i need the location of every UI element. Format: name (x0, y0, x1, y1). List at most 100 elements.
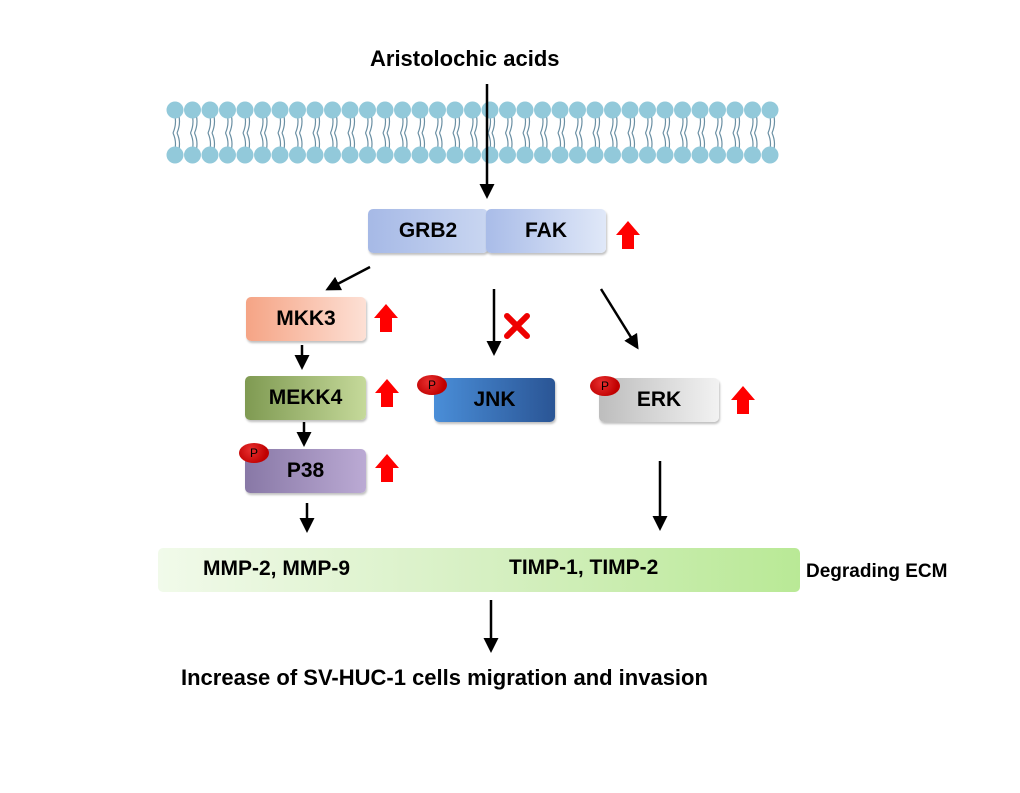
lipid-head (429, 101, 446, 119)
lipid-head (324, 146, 341, 164)
mkk3-label: MKK3 (276, 307, 336, 330)
lipid-head (464, 101, 481, 119)
lipid-head (674, 146, 691, 164)
ecm-bar (158, 548, 800, 592)
lipid-head (411, 101, 429, 119)
lipid-head (656, 101, 674, 119)
lipid-head (376, 101, 394, 119)
lipid-head (446, 101, 464, 119)
mkk3-up-arrow (374, 304, 398, 332)
timp-label: TIMP-1, TIMP-2 (509, 556, 659, 579)
mekk4-node: MEKK4 (245, 376, 366, 420)
fak-up-arrow (616, 221, 640, 249)
lipid-head (166, 101, 184, 119)
p38-up-arrow (375, 454, 399, 482)
lipid-head (569, 101, 586, 119)
arrow-fak-to-erk (599, 288, 639, 350)
lipid-head (516, 146, 534, 164)
lipid-head (586, 146, 604, 164)
lipid-head (271, 101, 289, 119)
lipid-head (254, 101, 271, 119)
lipid-head (481, 101, 499, 119)
lipid-head (761, 146, 779, 164)
lipid-head (341, 101, 359, 119)
jnk-phospho-badge: P (417, 375, 447, 395)
lipid-head (534, 146, 551, 164)
lipid-head (534, 101, 551, 119)
lipid-head (411, 146, 429, 164)
lipid-head (289, 101, 306, 119)
stimulus-label: Aristolochic acids (370, 46, 560, 71)
lipid-head (621, 146, 639, 164)
jnk-node: JNK (434, 378, 555, 422)
lipid-head (376, 146, 394, 164)
lipid-head (359, 101, 376, 119)
degrading-ecm-label: Degrading ECM (806, 561, 948, 582)
lipid-head (516, 101, 534, 119)
lipid-head (184, 146, 201, 164)
lipid-head (674, 101, 691, 119)
lipid-head (726, 101, 744, 119)
lipid-head (691, 101, 709, 119)
jnk-label: JNK (473, 388, 516, 411)
lipid-head (236, 101, 254, 119)
lipid-head (219, 146, 236, 164)
lipid-head (639, 146, 656, 164)
lipid-head (761, 101, 779, 119)
mekk4-label: MEKK4 (268, 386, 343, 409)
lipid-head (639, 101, 656, 119)
lipid-head (271, 146, 289, 164)
lipid-head (481, 146, 499, 164)
lipid-head (604, 146, 621, 164)
cell-membrane (166, 101, 779, 164)
lipid-head (709, 146, 726, 164)
lipid-head (254, 146, 271, 164)
p38-label: P38 (286, 459, 325, 482)
lipid-head (499, 146, 516, 164)
lipid-head (236, 146, 254, 164)
erk-phospho-badge: P (590, 376, 620, 396)
erk-label: ERK (636, 388, 682, 411)
arrow-grb2-to-mkk3 (325, 265, 371, 291)
lipid-head (586, 101, 604, 119)
lipid-head (621, 101, 639, 119)
lipid-head (464, 146, 481, 164)
lipid-head (551, 101, 569, 119)
inhibition-mark (504, 313, 530, 339)
lipid-head (394, 101, 411, 119)
grb2-label: GRB2 (398, 219, 458, 242)
lipid-head (219, 101, 236, 119)
lipid-head (446, 146, 464, 164)
grb2-node: GRB2 (368, 209, 488, 253)
lipid-head (289, 146, 306, 164)
fak-label: FAK (525, 219, 567, 242)
mekk4-up-arrow (375, 379, 399, 407)
lipid-head (201, 101, 219, 119)
lipid-head (499, 101, 516, 119)
lipid-head (429, 146, 446, 164)
lipid-head (201, 146, 219, 164)
p38-phospho-badge: P (239, 443, 269, 463)
lipid-head (184, 101, 201, 119)
lipid-head (551, 146, 569, 164)
lipid-head (306, 146, 324, 164)
lipid-head (394, 146, 411, 164)
lipid-head (341, 146, 359, 164)
lipid-head (744, 101, 761, 119)
lipid-head (744, 146, 761, 164)
mkk3-node: MKK3 (246, 297, 366, 341)
outcome-label: Increase of SV-HUC-1 cells migration and… (181, 665, 708, 690)
erk-node: ERK (599, 378, 719, 422)
lipid-head (324, 101, 341, 119)
lipid-head (166, 146, 184, 164)
erk-up-arrow (731, 386, 755, 414)
mmp-label: MMP-2, MMP-9 (203, 557, 350, 580)
lipid-head (306, 101, 324, 119)
lipid-head (569, 146, 586, 164)
lipid-head (709, 101, 726, 119)
lipid-head (604, 101, 621, 119)
lipid-head (359, 146, 376, 164)
lipid-head (691, 146, 709, 164)
fak-node: FAK (486, 209, 606, 253)
lipid-head (726, 146, 744, 164)
